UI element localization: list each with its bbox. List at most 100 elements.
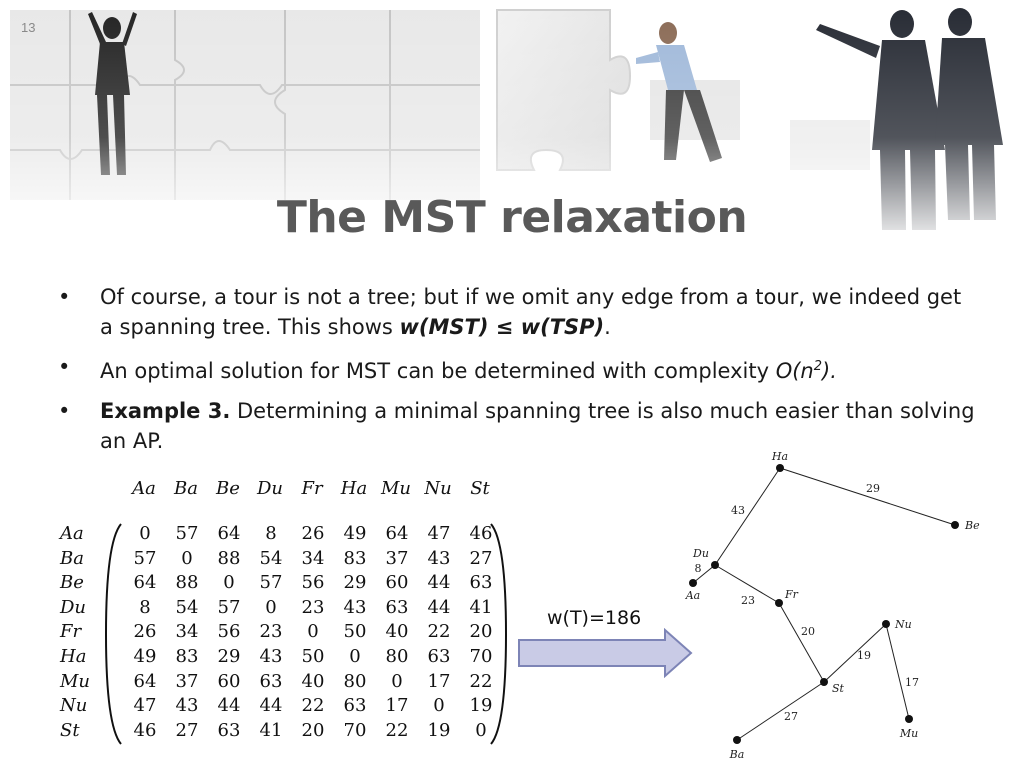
tree-node bbox=[776, 464, 784, 472]
matrix-cell: 70 bbox=[343, 719, 367, 741]
matrix-cell: 49 bbox=[343, 523, 367, 544]
edge-weight-label: 20 bbox=[801, 625, 815, 638]
matrix-cell: 63 bbox=[427, 646, 451, 667]
matrix-cell: 37 bbox=[385, 547, 409, 569]
matrix-cell: 17 bbox=[427, 670, 451, 692]
matrix-cell: 57 bbox=[259, 572, 283, 594]
matrix-row-label: Fr bbox=[60, 621, 82, 643]
matrix-cell: 47 bbox=[133, 695, 157, 717]
tree-node bbox=[711, 561, 719, 569]
matrix-cell: 64 bbox=[133, 572, 157, 594]
matrix-column-header: Aa bbox=[132, 478, 156, 499]
matrix-cell: 34 bbox=[175, 621, 199, 643]
matrix-row-label: Mu bbox=[60, 670, 91, 692]
edge-weight-label: 27 bbox=[784, 710, 798, 723]
tree-edge bbox=[778, 602, 825, 683]
bullet-marker: • bbox=[58, 355, 71, 379]
matrix-column-header: Ha bbox=[340, 478, 368, 499]
tree-node-label: Mu bbox=[899, 727, 918, 740]
matrix-cell: 43 bbox=[427, 547, 451, 569]
matrix-cell: 63 bbox=[385, 596, 409, 618]
matrix-cell: 44 bbox=[217, 695, 241, 717]
tree-node-label: St bbox=[832, 682, 845, 695]
matrix-cell: 88 bbox=[217, 547, 241, 569]
matrix-cell: 0 bbox=[265, 596, 277, 618]
matrix-cell: 64 bbox=[385, 523, 409, 544]
bullet-item: • Of course, a tour is not a tree; but i… bbox=[58, 282, 978, 342]
matrix-cell: 27 bbox=[469, 547, 493, 569]
matrix-cell: 57 bbox=[175, 523, 199, 544]
tree-edge bbox=[714, 467, 781, 566]
matrix-cell: 27 bbox=[175, 719, 199, 741]
matrix-cell: 50 bbox=[343, 621, 367, 643]
edge-weight-label: 29 bbox=[866, 482, 880, 495]
matrix-cell: 80 bbox=[385, 646, 409, 667]
tree-edge bbox=[714, 564, 780, 604]
edge-weight-label: 8 bbox=[695, 562, 702, 575]
matrix-column-header: Mu bbox=[380, 478, 412, 499]
tree-edge bbox=[736, 681, 825, 741]
matrix-cell: 56 bbox=[217, 621, 241, 643]
matrix-cell: 0 bbox=[307, 621, 319, 643]
matrix-cell: 29 bbox=[217, 646, 241, 667]
matrix-cell: 57 bbox=[217, 596, 241, 618]
matrix-cell: 19 bbox=[469, 695, 493, 717]
matrix-cell: 0 bbox=[223, 572, 235, 594]
matrix-cell: 22 bbox=[469, 670, 493, 692]
bullet-marker: • bbox=[58, 285, 71, 309]
matrix-cell: 60 bbox=[385, 572, 409, 594]
tree-node bbox=[905, 715, 913, 723]
tree-edge bbox=[779, 467, 956, 526]
tree-node bbox=[733, 736, 741, 744]
matrix-cell: 63 bbox=[259, 670, 283, 692]
tree-weight-label: w(T)=186 bbox=[547, 607, 642, 629]
complexity-base: O(n bbox=[775, 359, 814, 383]
bullet-item: • An optimal solution for MST can be det… bbox=[58, 352, 978, 386]
matrix-cell: 8 bbox=[139, 596, 151, 618]
matrix-cell: 80 bbox=[343, 670, 367, 692]
matrix-cell: 0 bbox=[181, 547, 193, 569]
matrix-cell: 49 bbox=[133, 646, 157, 667]
matrix-row-label: Ba bbox=[60, 547, 84, 569]
tree-node bbox=[820, 678, 828, 686]
left-paren-icon bbox=[104, 523, 122, 745]
matrix-cell: 8 bbox=[265, 523, 277, 544]
matrix-cell: 0 bbox=[349, 646, 361, 667]
matrix-cell: 20 bbox=[469, 621, 493, 643]
bullet-item: • Example 3. Determining a minimal spann… bbox=[58, 396, 978, 456]
matrix-cell: 70 bbox=[469, 646, 493, 667]
edge-weight-label: 43 bbox=[731, 504, 745, 517]
matrix-cell: 44 bbox=[427, 596, 451, 618]
tree-node-label: Ba bbox=[729, 748, 745, 761]
tree-node bbox=[689, 579, 697, 587]
tree-node-label: Aa bbox=[685, 589, 701, 602]
matrix-cell: 44 bbox=[259, 695, 283, 717]
matrix-cell: 0 bbox=[391, 670, 403, 692]
puzzle-banner-image bbox=[0, 0, 1024, 250]
matrix-cell: 29 bbox=[343, 572, 367, 594]
tree-node bbox=[775, 599, 783, 607]
matrix-cell: 64 bbox=[217, 523, 241, 544]
tree-node-label: Nu bbox=[894, 618, 912, 631]
matrix-cell: 46 bbox=[469, 523, 493, 544]
matrix-cell: 64 bbox=[133, 670, 157, 692]
slide-title: The MST relaxation bbox=[276, 192, 748, 243]
matrix-row-label: Du bbox=[60, 596, 87, 618]
matrix-cell: 63 bbox=[469, 572, 493, 594]
tree-edge bbox=[885, 623, 910, 720]
matrix-cell: 57 bbox=[133, 547, 157, 569]
matrix-cell: 44 bbox=[427, 572, 451, 594]
matrix-cell: 26 bbox=[301, 523, 325, 544]
example-label: Example 3. bbox=[100, 399, 231, 423]
matrix-cell: 37 bbox=[175, 670, 199, 692]
tree-node-label: Be bbox=[964, 519, 980, 532]
matrix-cell: 19 bbox=[427, 719, 451, 741]
tree-node bbox=[882, 620, 890, 628]
tree-edge bbox=[823, 623, 887, 683]
matrix-cell: 63 bbox=[217, 719, 241, 741]
matrix-cell: 47 bbox=[427, 523, 451, 544]
matrix-column-header: Be bbox=[216, 478, 240, 499]
bullet-text: Determining a minimal spanning tree is a… bbox=[100, 399, 975, 453]
